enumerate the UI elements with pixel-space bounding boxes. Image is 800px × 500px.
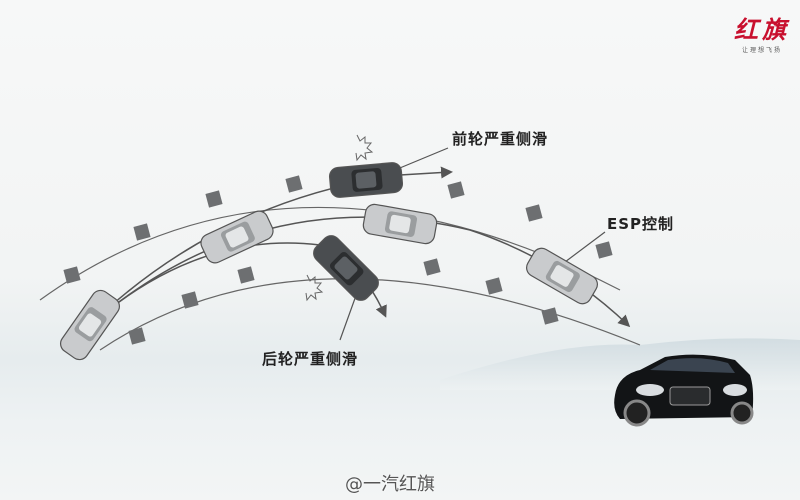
rear-skid-label: 后轮严重侧滑: [262, 350, 359, 368]
esp-label: ESP控制: [607, 215, 675, 233]
skid-burst-icon: [355, 134, 374, 162]
cone-marker: [237, 266, 255, 284]
car-icon: [328, 162, 404, 198]
skid-burst-icon: [305, 274, 324, 302]
esp-pointer: [564, 231, 606, 263]
logo-brand: 红旗: [734, 15, 790, 44]
cone-marker: [63, 266, 81, 284]
cone-marker: [133, 223, 151, 241]
cone-marker: [541, 307, 559, 325]
car-icon: [313, 235, 379, 301]
cone-marker: [485, 277, 503, 295]
front-skid-path: [89, 166, 453, 326]
cone-marker: [447, 181, 465, 199]
front-skid-pointer: [394, 147, 449, 171]
cone-marker: [128, 327, 146, 345]
cone-marker: [205, 190, 223, 208]
hongqi-logo: 红旗 让理想飞扬: [730, 10, 794, 54]
cone-marker: [525, 204, 543, 222]
cone-marker: [423, 258, 441, 276]
watermark: @一汽红旗: [345, 474, 435, 495]
car-icon: [526, 247, 598, 305]
hongqi-car-photo: [614, 354, 754, 427]
cone-marker: [285, 175, 303, 193]
car-icon: [59, 289, 121, 361]
logo-slogan: 让理想飞扬: [741, 47, 782, 54]
car-icon: [200, 210, 274, 264]
outer-lane-line: [39, 206, 621, 301]
cone-marker: [181, 291, 199, 309]
car-icon: [362, 203, 438, 245]
cone-marker: [595, 241, 613, 259]
front-skid-label: 前轮严重侧滑: [452, 130, 549, 148]
